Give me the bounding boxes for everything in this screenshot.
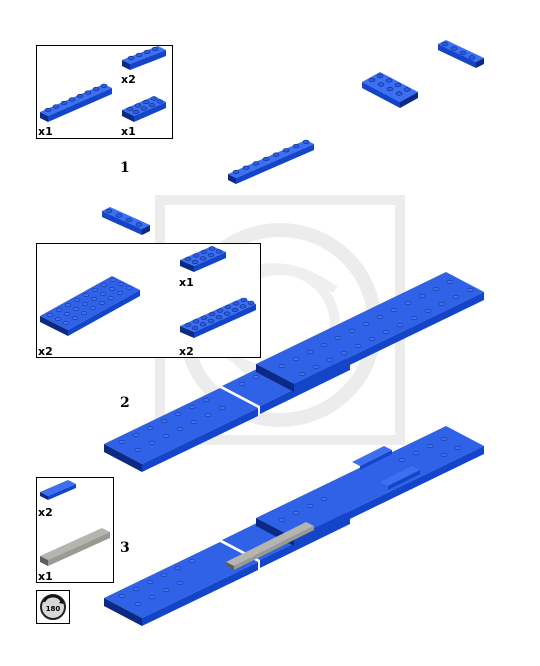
step3-assembly bbox=[104, 426, 484, 626]
brick-plate-1x4-assembly bbox=[102, 207, 150, 235]
tile-1x4-blue bbox=[40, 480, 76, 500]
brick-plate-2x4 bbox=[122, 96, 166, 122]
part-quantity: x2 bbox=[38, 345, 53, 358]
part-quantity: x1 bbox=[38, 125, 53, 138]
part-quantity: x1 bbox=[179, 276, 194, 289]
brick-plate-1x8-assembly bbox=[228, 139, 314, 184]
part-quantity: x2 bbox=[179, 345, 194, 358]
part-quantity: x2 bbox=[38, 506, 53, 519]
brick-plate-6x10 bbox=[40, 276, 140, 336]
brick-plate-2x8 bbox=[180, 297, 256, 338]
rotate-180-icon: 180 bbox=[36, 590, 70, 624]
step-number: 2 bbox=[120, 395, 130, 411]
brick-plate-1x4 bbox=[122, 46, 166, 70]
step-number: 3 bbox=[120, 540, 130, 556]
step2-assembly bbox=[104, 272, 484, 472]
brick-plate-2x4 bbox=[180, 246, 226, 272]
step-number: 1 bbox=[120, 160, 130, 176]
tile-1x8-gray bbox=[40, 528, 110, 566]
brick-plate-1x4 bbox=[438, 40, 484, 68]
brick-plate-1x8 bbox=[40, 83, 112, 122]
part-quantity: x1 bbox=[121, 125, 136, 138]
part-quantity: x2 bbox=[121, 73, 136, 86]
brick-plate-2x4 bbox=[362, 72, 418, 108]
part-quantity: x1 bbox=[38, 570, 53, 583]
rotate-label: 180 bbox=[46, 605, 61, 613]
